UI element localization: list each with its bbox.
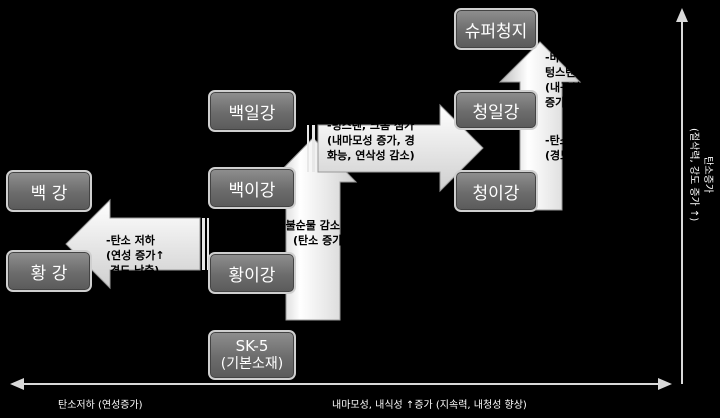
left-arrow-stripe-1 (202, 218, 205, 270)
axis-label-right-vertical-line: 탄소증가 (702, 156, 713, 194)
note-left: -탄소 저하 (연성 증가↑ 경도 낮춤) (106, 233, 165, 278)
note-left-line: (연성 증가↑ (106, 249, 165, 262)
note-right-upper-line: (내구성, 내마모성 (545, 81, 629, 94)
note-left-line: -탄소 저하 (106, 234, 155, 247)
box-blue-2: 청이강 (454, 170, 538, 212)
box-super-blue: 슈퍼청지 (454, 8, 538, 50)
note-middle-upper-line: -텅스텐, 크롬 첨가 (327, 119, 415, 132)
right-axis-head (676, 8, 688, 22)
axis-label-right-vertical-line: (절삭력, 강도 증가 ↑) (688, 128, 699, 222)
note-right-upper: -바나듐첨가, 크롬, 텅스텐 탄소증가 (내구성, 내마모성 증가, 연삭성 … (545, 50, 633, 110)
note-right-upper-line: 텅스텐 탄소증가 (545, 66, 620, 79)
middle-right-arrow (317, 103, 484, 193)
box-sk5: SK-5 (기본소재) (208, 330, 296, 380)
note-middle-upper-line: (내마모성 증가, 경 (327, 134, 415, 147)
note-middle-lower: -불순물 감소 (탄소 증가↑) (281, 218, 357, 248)
right-up-arrow (498, 41, 582, 211)
box-white-1: 백일강 (208, 90, 296, 132)
note-right-lower-line: (경도증가, 인장저하) (545, 149, 645, 162)
bottom-axis-right-head (658, 378, 672, 390)
sk5-sub-label: (기본소재) (220, 356, 284, 372)
note-middle-lower-line: -불순물 감소 (281, 219, 340, 232)
note-right-lower-line: -탄소 (545, 134, 570, 147)
axis-label-bottom-left: 탄소저하 (연성증가) (58, 400, 143, 411)
axis-label-bottom-right: 내마모성, 내식성 ↑증가 (지속력, 내청성 향상) (332, 400, 527, 411)
box-white-steel: 백 강 (6, 170, 92, 212)
note-right-upper-line: 증가, 연삭성 저하) (545, 96, 633, 109)
middle-arrow-stripe-2 (307, 125, 309, 172)
bottom-axis-left-head (10, 378, 24, 390)
axis-label-right-vertical: 탄소증가 (절삭력, 강도 증가 ↑) (686, 128, 714, 221)
note-middle-lower-line: (탄소 증가↑) (293, 234, 357, 247)
box-yellow-2: 황이강 (208, 252, 296, 294)
note-right-upper-line: -바나듐첨가, 크롬, (545, 51, 633, 64)
sk5-label: SK-5 (235, 337, 269, 355)
left-arrow-stripe-2 (207, 218, 209, 270)
box-blue-1: 청일강 (454, 90, 538, 130)
note-middle-upper-line: 화능, 연삭성 감소) (327, 149, 415, 162)
note-right-lower: -탄소 (경도증가, 인장저하) (545, 133, 644, 163)
note-left-line: 경도 낮춤) (110, 264, 160, 277)
middle-arrow-stripe-1 (312, 125, 315, 172)
note-middle-upper: -텅스텐, 크롬 첨가 (내마모성 증가, 경 화능, 연삭성 감소) (327, 118, 415, 163)
box-yellow-steel: 황 강 (6, 250, 92, 292)
box-white-2: 백이강 (208, 167, 296, 209)
